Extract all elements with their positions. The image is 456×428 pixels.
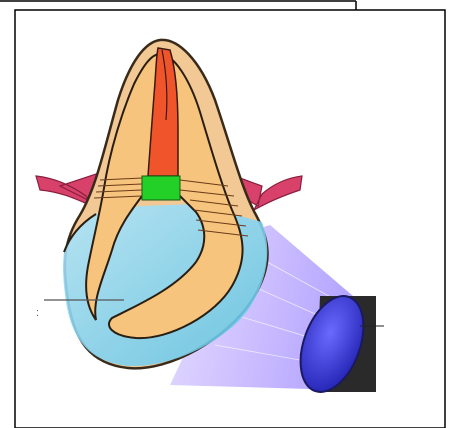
label-stub: : [36, 307, 39, 319]
restoration-band [142, 176, 180, 200]
